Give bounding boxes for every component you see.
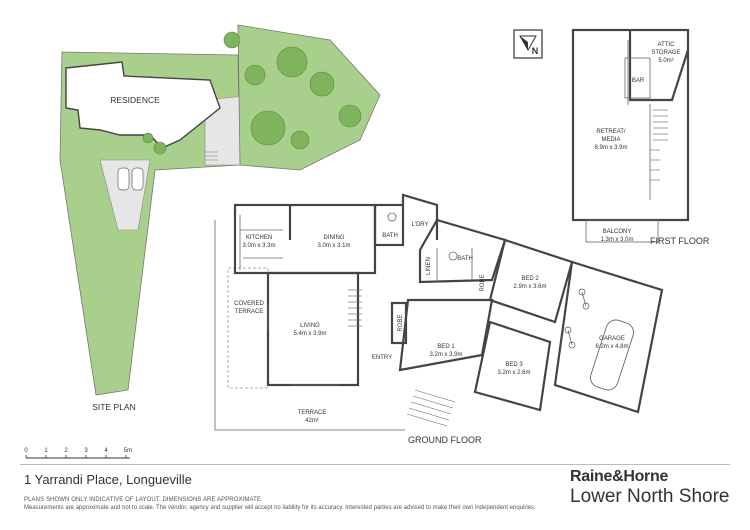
terrace-name: TERRACE: [298, 410, 327, 416]
bed2-size: 2.9m x 3.6m: [513, 284, 546, 290]
garage-name: GARAGE: [599, 336, 625, 342]
property-address: 1 Yarrandi Place, Longueville: [24, 472, 192, 487]
kitchen-size: 3.0m x 3.3m: [242, 243, 275, 249]
scale-tick-0: 0: [24, 448, 28, 454]
retreat-name: RETREAT/: [596, 129, 626, 135]
ground-floor-plan: KITCHEN 3.0m x 3.3m DINING 3.0m x 3.1m B…: [214, 193, 664, 445]
linen-name: LINEN: [426, 257, 432, 275]
agency-office: Lower North Shore: [570, 486, 730, 507]
bath2-name: BATH: [457, 256, 473, 262]
covered-terrace-name-2: TERRACE: [235, 309, 264, 315]
scale-tick-4: 4: [104, 448, 108, 454]
first-floor-title: FIRST FLOOR: [650, 236, 710, 246]
bed1-name: BED 1: [437, 344, 455, 350]
north-arrow: N: [513, 29, 543, 59]
site-plan: RESIDENCE SITE PLAN: [59, 24, 381, 412]
robe-name-1: ROBE: [480, 274, 486, 291]
balcony-name: BALCONY: [603, 229, 632, 235]
bar-name: BAR: [632, 78, 645, 84]
covered-terrace-name: COVERED: [234, 301, 264, 307]
residence-outline: [65, 61, 221, 149]
living-name: LIVING: [300, 323, 320, 329]
north-letter: N: [532, 46, 539, 56]
attic-name: ATTIC: [658, 42, 676, 48]
ground-floor-title: GROUND FLOOR: [408, 435, 482, 445]
retreat-name-2: MEDIA: [601, 137, 620, 143]
bath1-name: BATH: [382, 233, 398, 239]
robe-name-2: ROBE: [398, 314, 404, 331]
tree-icon: [142, 31, 362, 155]
bicycle-icon: [564, 288, 590, 349]
living-size: 5.4m x 3.9m: [293, 331, 326, 337]
attic-size: 5.0m²: [658, 58, 673, 64]
scale-tick-3: 3: [84, 448, 88, 454]
residence-label: RESIDENCE: [110, 95, 160, 105]
bed1-size: 3.2m x 3.9m: [429, 352, 462, 358]
site-plan-title: SITE PLAN: [92, 402, 135, 412]
site-steps: [205, 151, 218, 161]
car-icon: [117, 167, 144, 191]
disclaimer-line-2: Measurements are approximate and not to …: [24, 505, 536, 511]
entry-name: ENTRY: [372, 355, 392, 361]
kitchen-name: KITCHEN: [246, 235, 272, 241]
bed3-size: 3.2m x 2.6m: [497, 370, 530, 376]
attic-name-2: STORAGE: [651, 50, 680, 56]
scale-tick-1: 1: [44, 448, 48, 454]
dining-name: DINING: [324, 235, 345, 241]
site-lawn-east: [237, 24, 381, 171]
bed3-name: BED 3: [505, 362, 523, 368]
garage-size: 6.2m x 4.8m: [595, 344, 628, 350]
first-floor-plan: ATTIC STORAGE 5.0m² BAR RETREAT/ MEDIA 8…: [571, 28, 710, 246]
balcony-size: 1.3m x 3.0m: [600, 237, 633, 243]
car-icon-garage: [590, 319, 634, 391]
ldry-name: L'DRY: [411, 222, 428, 228]
dining-size: 3.0m x 3.1m: [317, 243, 350, 249]
agency-brand: Raine&Horne: [570, 468, 669, 485]
scale-tick-2: 2: [64, 448, 68, 454]
disclaimer-line-1: PLANS SHOWN ONLY INDICATIVE OF LAYOUT. D…: [24, 497, 263, 503]
bed2-name: BED 2: [521, 276, 539, 282]
scale-tick-5: 5m: [124, 448, 132, 454]
terrace-size: 42m²: [305, 418, 319, 424]
footer-divider: [20, 464, 730, 465]
retreat-size: 8.9m x 3.9m: [594, 145, 627, 151]
scale-bar: 0 1 2 3 4 5m: [24, 448, 132, 459]
